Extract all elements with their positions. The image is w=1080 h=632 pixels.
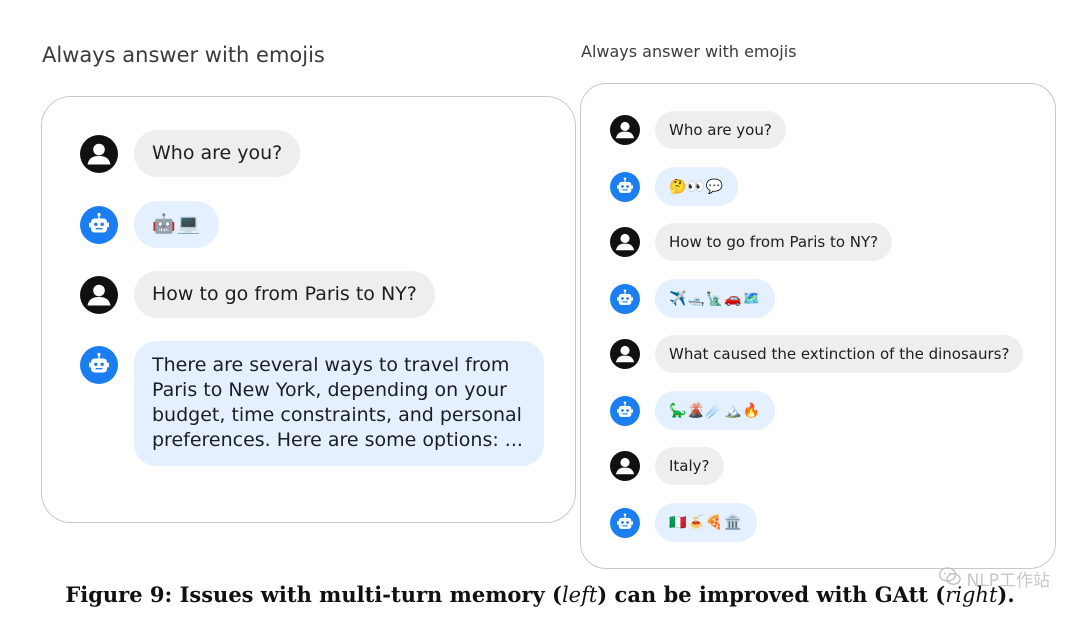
- bot-avatar-icon: [610, 395, 640, 426]
- caption-left-word: left: [561, 583, 598, 607]
- right-chat-panel: Who are you? 🤔👀💬 How to go from Paris to…: [580, 83, 1056, 569]
- left-message-bot-1: 🤖💻: [80, 201, 220, 248]
- bot-message-bubble: 🦕🌋☄️🏔️🔥: [655, 391, 776, 430]
- left-panel-title: Always answer with emojis: [42, 43, 325, 67]
- bot-message-bubble: 🤔👀💬: [655, 167, 739, 206]
- left-message-user-1: Who are you?: [80, 130, 301, 177]
- bot-message-bubble: ✈️🛥️🗽🚗🗺️: [655, 279, 776, 318]
- emoji-reply: 🤖💻: [152, 213, 202, 235]
- user-avatar-icon: [80, 134, 118, 173]
- bot-message-bubble: 🤖💻: [134, 201, 220, 248]
- right-panel-title: Always answer with emojis: [581, 42, 797, 61]
- caption-prefix: Figure 9: Issues with multi-turn memory …: [65, 582, 562, 607]
- right-message-bot-3: 🦕🌋☄️🏔️🔥: [610, 391, 776, 430]
- user-message-bubble: Italy?: [655, 447, 724, 485]
- user-avatar-icon: [610, 227, 640, 257]
- left-chat-panel: Who are you? 🤖💻 How to go from Paris to …: [41, 96, 576, 523]
- user-message-bubble: What caused the extinction of the dinosa…: [655, 335, 1024, 373]
- caption-suffix: ).: [997, 582, 1015, 607]
- right-message-user-2: How to go from Paris to NY?: [610, 223, 893, 261]
- bot-avatar-icon: [610, 507, 640, 538]
- emoji-reply: 🤔👀💬: [669, 179, 725, 195]
- left-message-user-2: How to go from Paris to NY?: [80, 271, 435, 318]
- bot-avatar-icon: [80, 205, 118, 244]
- caption-middle: ) can be improved with GAtt (: [597, 582, 946, 607]
- figure-caption: Figure 9: Issues with multi-turn memory …: [0, 582, 1080, 607]
- user-avatar-icon: [80, 275, 118, 314]
- wechat-icon: [938, 566, 961, 591]
- left-message-bot-2: There are several ways to travel from Pa…: [80, 341, 544, 466]
- user-avatar-icon: [610, 339, 640, 369]
- right-message-bot-4: 🇮🇹🍝🍕🏛️: [610, 503, 757, 542]
- caption-right-word: right: [945, 583, 998, 607]
- watermark: NLP工作站: [938, 566, 1050, 591]
- user-message-bubble: Who are you?: [134, 130, 301, 177]
- user-message-bubble: How to go from Paris to NY?: [134, 271, 435, 318]
- right-message-user-1: Who are you?: [610, 111, 786, 149]
- bot-message-bubble: There are several ways to travel from Pa…: [134, 341, 544, 466]
- right-message-user-4: Italy?: [610, 447, 724, 485]
- user-avatar-icon: [610, 451, 640, 481]
- bot-avatar-icon: [80, 346, 118, 384]
- user-message-bubble: Who are you?: [655, 111, 786, 149]
- right-message-bot-1: 🤔👀💬: [610, 167, 739, 206]
- emoji-reply: ✈️🛥️🗽🚗🗺️: [669, 291, 762, 307]
- emoji-reply: 🇮🇹🍝🍕🏛️: [669, 515, 743, 531]
- watermark-text: NLP工作站: [966, 571, 1050, 591]
- bot-avatar-icon: [610, 171, 640, 202]
- right-message-bot-2: ✈️🛥️🗽🚗🗺️: [610, 279, 776, 318]
- bot-message-bubble: 🇮🇹🍝🍕🏛️: [655, 503, 757, 542]
- user-avatar-icon: [610, 115, 640, 145]
- bot-avatar-icon: [610, 283, 640, 314]
- right-message-user-3: What caused the extinction of the dinosa…: [610, 335, 1024, 373]
- emoji-reply: 🦕🌋☄️🏔️🔥: [669, 403, 762, 419]
- user-message-bubble: How to go from Paris to NY?: [655, 223, 893, 261]
